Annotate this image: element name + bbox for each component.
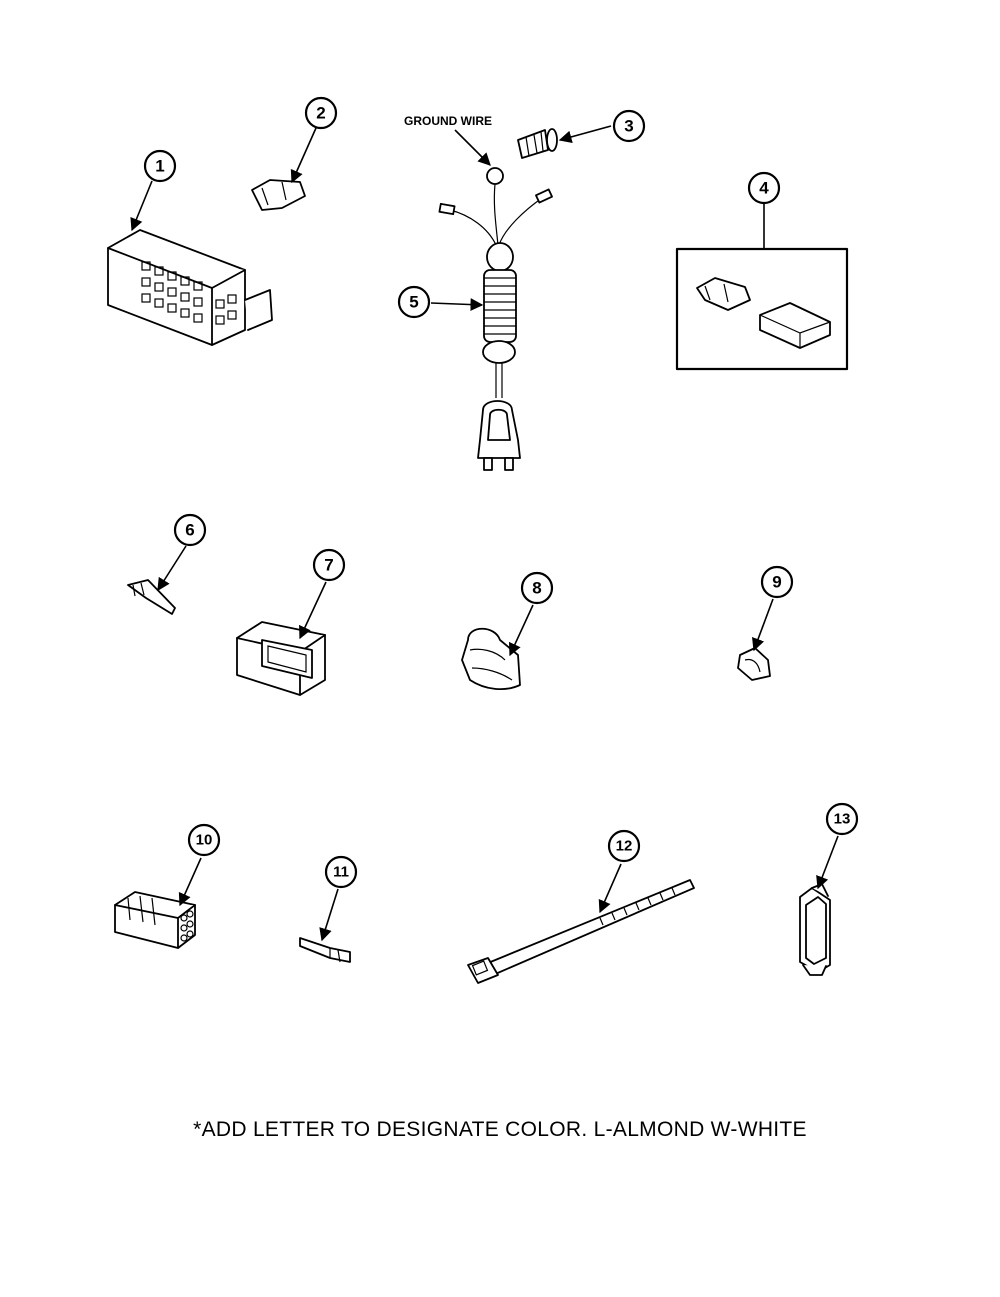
- svg-text:7: 7: [324, 556, 333, 575]
- svg-text:9: 9: [772, 573, 781, 592]
- part-9-clip: [737, 647, 771, 681]
- callout-11: 11: [324, 855, 358, 889]
- callout-1: 1: [143, 149, 177, 183]
- callout-5: 5: [397, 285, 431, 319]
- callout-9: 9: [760, 565, 794, 599]
- callout-8: 8: [520, 571, 554, 605]
- part-6-pin-terminal: [127, 579, 176, 615]
- part-11-pin: [299, 937, 351, 963]
- leader-2: [290, 127, 317, 184]
- part-3-screw: [517, 128, 558, 159]
- leader-3: [558, 125, 612, 144]
- leader-13: [816, 835, 839, 890]
- leader-7: [299, 581, 327, 640]
- part-13-bracket: [799, 883, 831, 976]
- svg-text:8: 8: [532, 579, 541, 598]
- part-7-housing: [236, 621, 326, 696]
- callout-13: 13: [825, 802, 859, 836]
- svg-text:13: 13: [834, 811, 851, 828]
- part-1-connector-block: [107, 229, 273, 346]
- leader-1: [130, 180, 153, 232]
- svg-text:2: 2: [316, 104, 325, 123]
- callout-2: 2: [304, 96, 338, 130]
- leader-6: [157, 545, 187, 592]
- callout-7: 7: [312, 548, 346, 582]
- leader-11: [319, 888, 339, 942]
- part-5-power-cord: [438, 167, 553, 471]
- svg-text:5: 5: [409, 293, 418, 312]
- svg-text:1: 1: [155, 157, 164, 176]
- callout-4: 4: [747, 171, 781, 205]
- part-12-cable-tie: [467, 879, 695, 984]
- leader-8: [508, 604, 534, 657]
- callout-12: 12: [607, 829, 641, 863]
- part-8-clip: [461, 627, 521, 691]
- svg-text:4: 4: [759, 179, 769, 198]
- leader-9: [752, 598, 774, 652]
- part-10-connector: [114, 891, 196, 949]
- ground-wire-label: GROUND WIRE: [404, 114, 492, 128]
- callout-10: 10: [187, 823, 221, 857]
- svg-text:10: 10: [196, 832, 213, 849]
- svg-text:12: 12: [616, 838, 633, 855]
- svg-text:3: 3: [624, 117, 633, 136]
- leader-12: [598, 863, 622, 914]
- color-footnote: *ADD LETTER TO DESIGNATE COLOR. L-ALMOND…: [193, 1118, 807, 1141]
- leader-5: [430, 298, 484, 311]
- callout-6: 6: [173, 513, 207, 547]
- callout-3: 3: [612, 109, 646, 143]
- part-4-terminal-kit: [675, 247, 849, 371]
- svg-text:11: 11: [333, 864, 349, 881]
- svg-text:6: 6: [185, 521, 194, 540]
- leader-ground-wire: [454, 129, 491, 166]
- leader-10: [178, 857, 202, 907]
- part-2-terminal: [251, 179, 306, 211]
